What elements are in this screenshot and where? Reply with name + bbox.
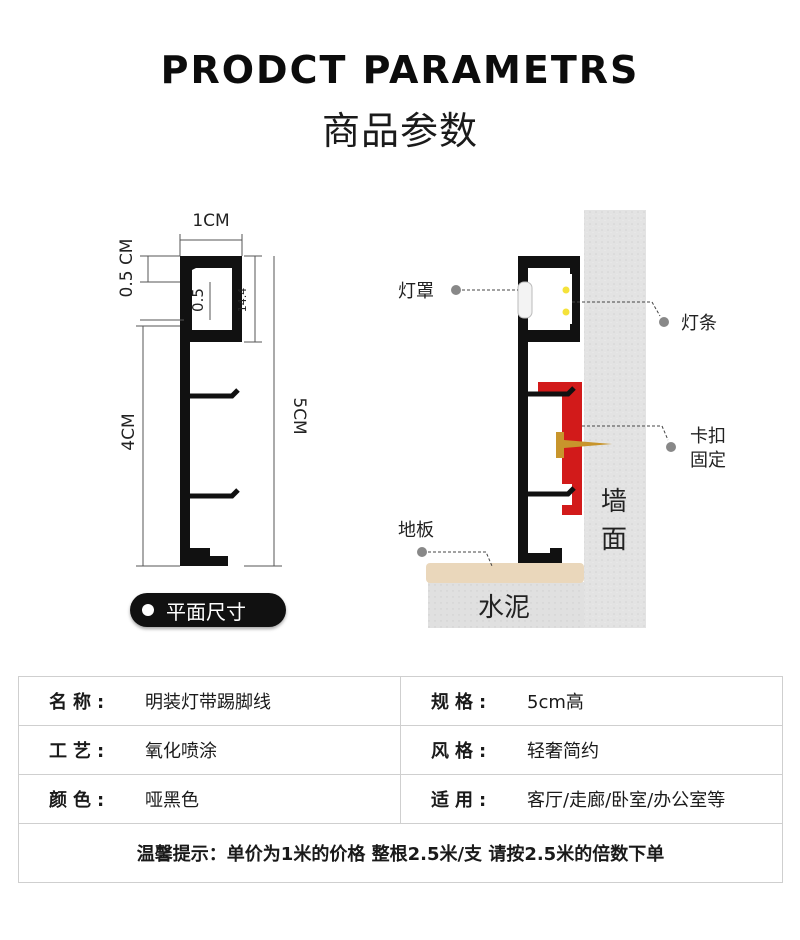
badge-dot-icon — [142, 604, 154, 616]
table-row: 温馨提示：单价为1米的价格 整根2.5米/支 请按2.5米的倍数下单 — [18, 823, 783, 883]
dim-top-height-label: 0.5 CM — [117, 239, 137, 298]
purchase-notice: 温馨提示：单价为1米的价格 整根2.5米/支 请按2.5米的倍数下单 — [18, 823, 783, 883]
spec-label: 颜色: — [49, 790, 111, 811]
label-clip-line1: 卡扣 — [690, 426, 726, 447]
table-row: 工艺: 氧化喷涂 风格: 轻奢简约 — [18, 725, 783, 775]
spec-label: 工艺: — [49, 741, 111, 762]
callout-dot-cover — [449, 283, 463, 297]
callout-dot-floor — [415, 545, 429, 559]
installation-diagram: 灯罩 灯条 卡扣 固定 地板 墙 面 水泥 — [398, 210, 726, 628]
label-light-cover: 灯罩 — [398, 281, 434, 302]
dim-total-height-label: 5CM — [289, 397, 309, 434]
label-wall-line1: 墙 — [601, 487, 627, 517]
spec-value: 轻奢简约 — [527, 741, 599, 762]
spec-label: 风格: — [431, 741, 493, 762]
screw — [556, 432, 564, 458]
page-title-en: PRODCT PARAMETRS — [160, 48, 640, 92]
dim-lower-height-label: 4CM — [119, 413, 139, 450]
spec-value: 客厅/走廊/卧室/办公室等 — [527, 790, 726, 811]
table-row: 名称: 明装灯带踢脚线 规格: 5cm高 — [18, 676, 783, 726]
badge-label: 平面尺寸 — [166, 599, 246, 624]
profile-cross-section — [180, 256, 242, 566]
wall-block — [584, 210, 646, 628]
spec-value: 明装灯带踢脚线 — [145, 692, 271, 713]
dim-slot-label: 0.5 — [189, 288, 207, 312]
spec-label: 名称: — [49, 692, 111, 713]
specs-table: 名称: 明装灯带踢脚线 规格: 5cm高 工艺: 氧化喷涂 风格: 轻奢简约 颜色: 哑黑… — [18, 676, 783, 883]
spec-value: 5cm高 — [527, 692, 584, 713]
table-row: 颜色: 哑黑色 适用: 客厅/走廊/卧室/办公室等 — [18, 774, 783, 824]
label-clip-line2: 固定 — [690, 450, 726, 471]
label-cement: 水泥 — [478, 593, 530, 623]
label-wall-line2: 面 — [601, 525, 627, 555]
label-led-strip: 灯条 — [681, 313, 717, 334]
dim-inner-label: 14.4 — [236, 288, 249, 313]
spec-label: 规格: — [431, 692, 493, 713]
dimension-drawing: 1CM 0.5 CM 0.5 14.4 4CM 5CM — [117, 211, 309, 567]
label-floor: 地板 — [398, 520, 434, 541]
floor-board — [426, 563, 584, 583]
profile-fin — [190, 388, 240, 399]
led-strip — [560, 274, 572, 324]
spec-value: 氧化喷涂 — [145, 741, 217, 762]
callout-dot-clip — [664, 440, 678, 454]
spec-value: 哑黑色 — [145, 790, 199, 811]
product-diagram: 1CM 0.5 CM 0.5 14.4 4CM 5CM — [117, 210, 726, 628]
page-title-cn: 商品参数 — [321, 109, 478, 153]
installed-profile — [518, 256, 580, 563]
cement-block — [428, 582, 584, 628]
dim-width-label: 1CM — [192, 211, 229, 231]
plan-size-badge: 平面尺寸 — [130, 593, 286, 627]
light-cover — [517, 281, 533, 319]
profile-fin — [190, 488, 240, 499]
callout-dot-strip — [657, 315, 671, 329]
spec-label: 适用: — [431, 790, 493, 811]
